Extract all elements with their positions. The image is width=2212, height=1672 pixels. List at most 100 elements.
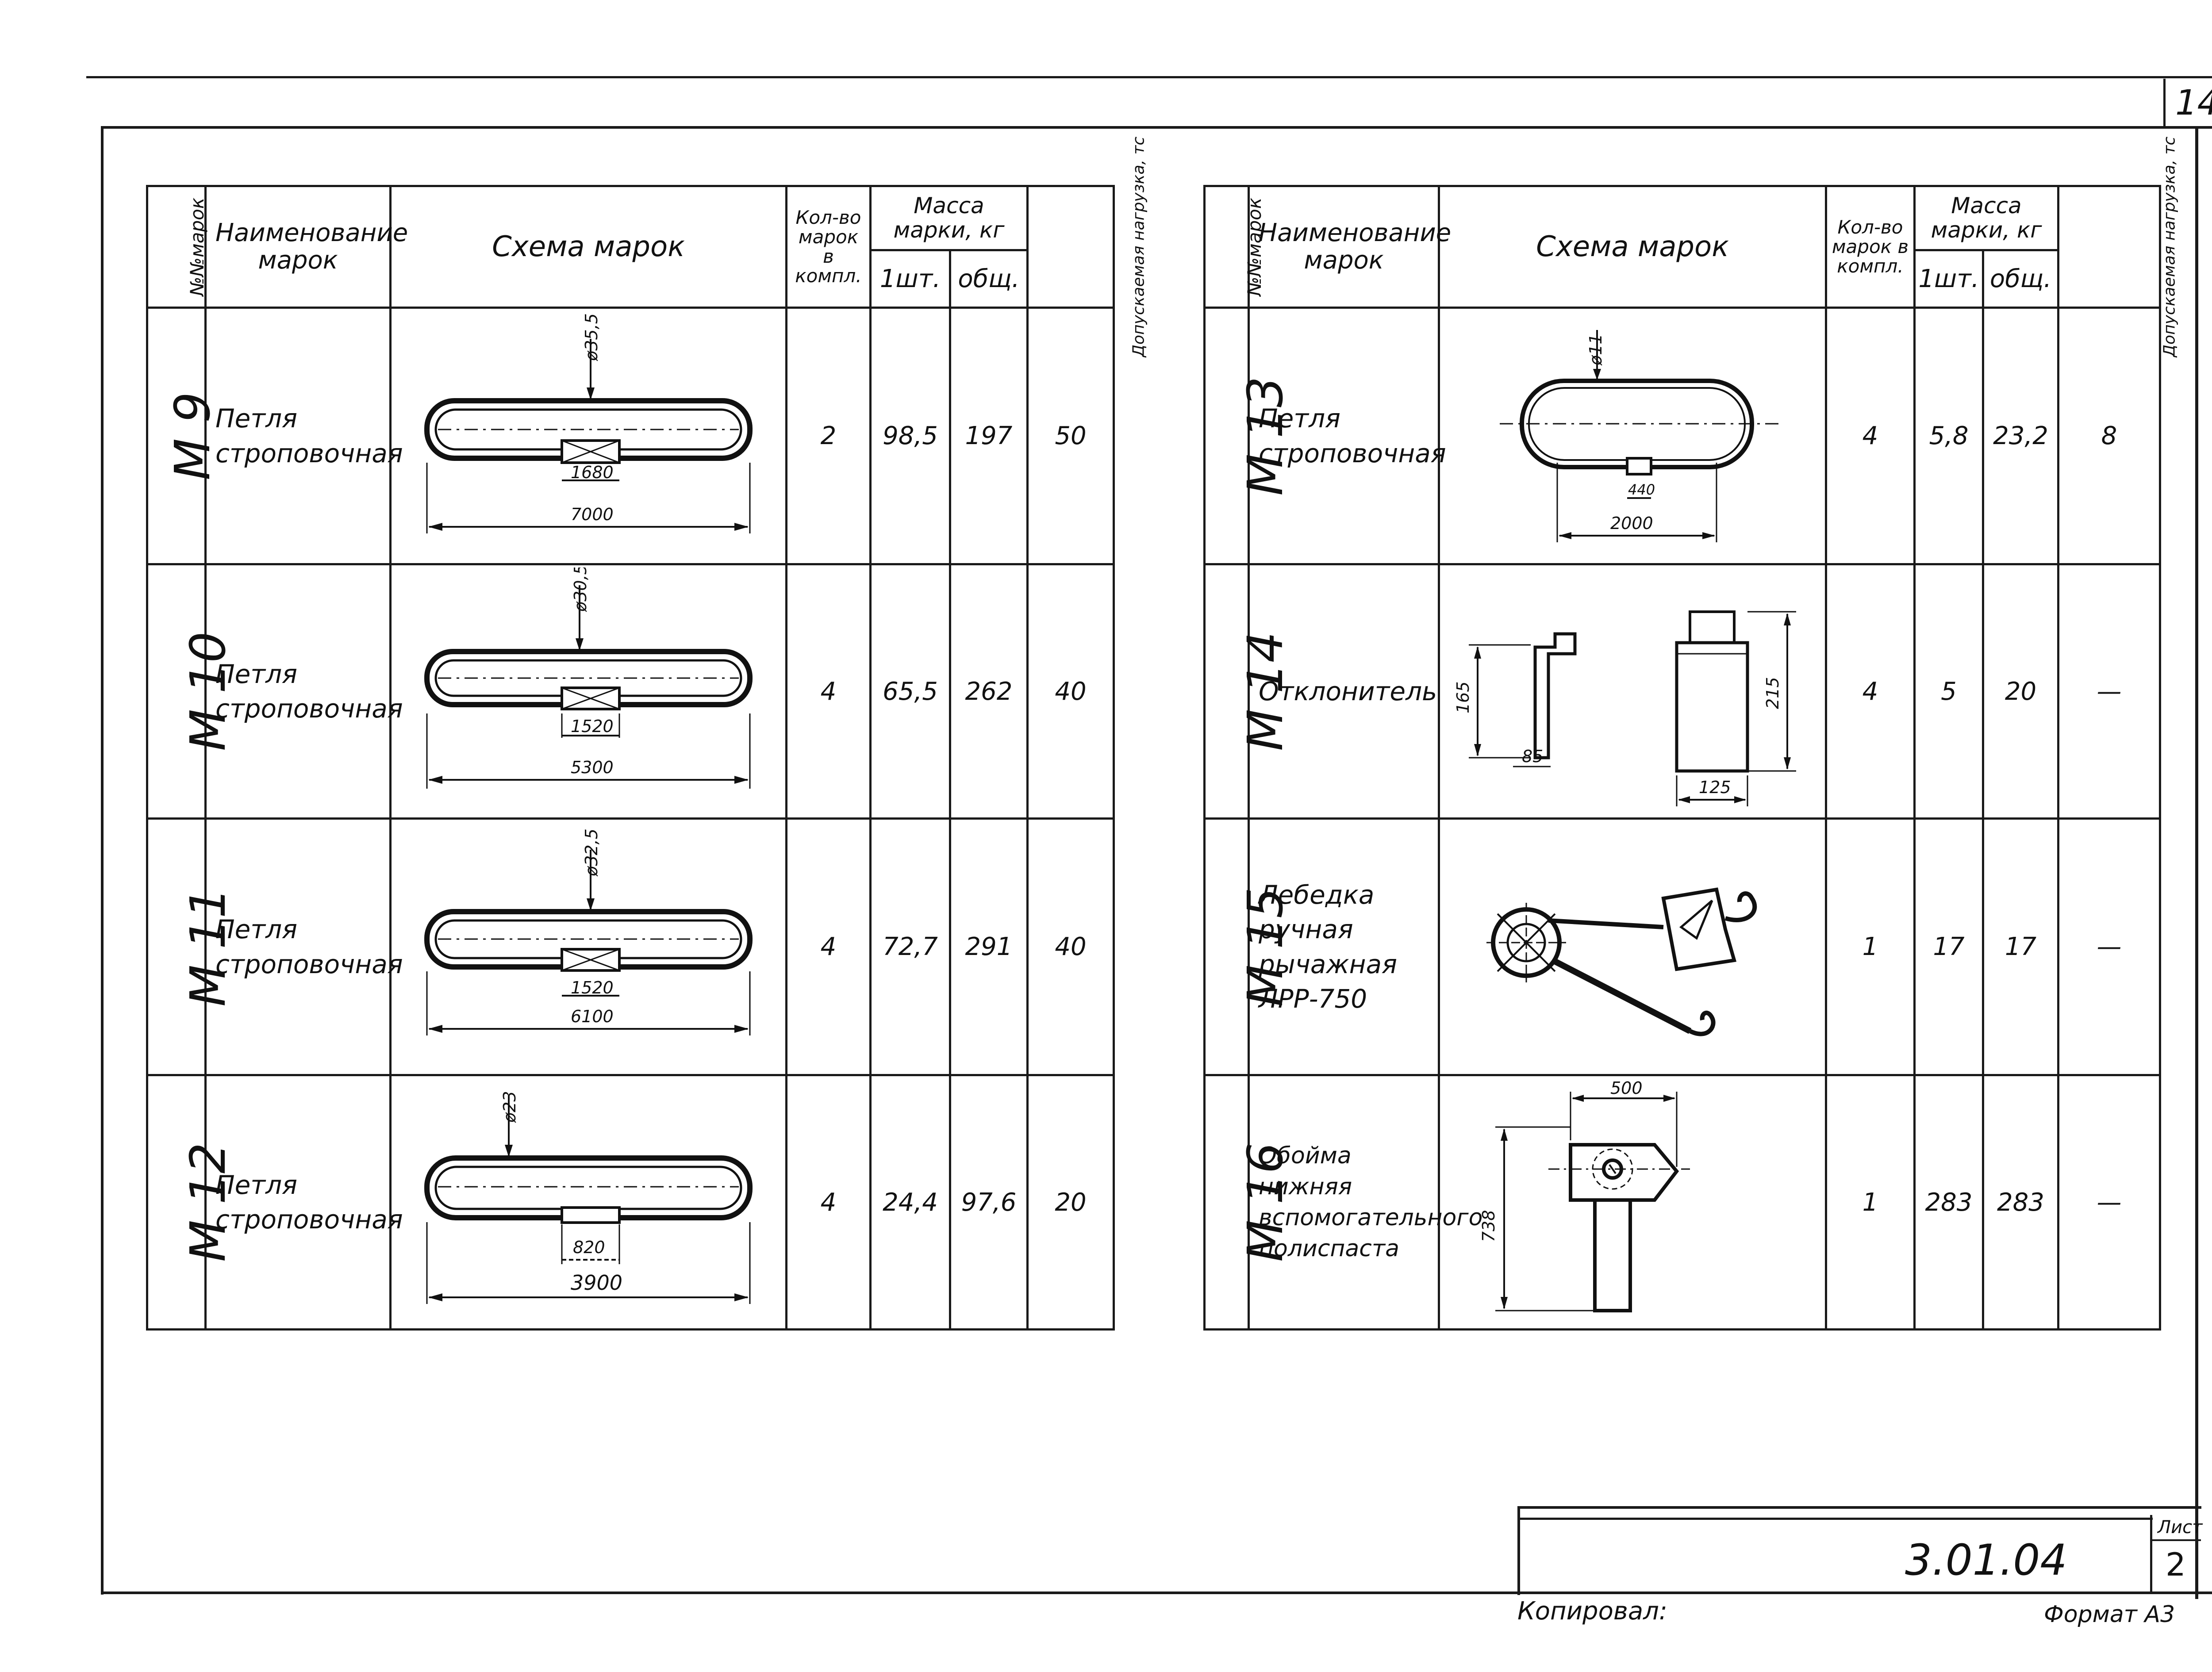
- frame-right: [2195, 126, 2198, 1599]
- scheme-cell: 500 738: [1438, 1074, 1827, 1331]
- sling-loop-drawing: ø35,5 1680 7000: [424, 313, 753, 533]
- load-cell: 8: [2057, 307, 2161, 565]
- svg-text:125: 125: [1699, 778, 1731, 797]
- table-row: М 13 Петля строповочная ø11 440 2000: [1203, 307, 2161, 565]
- frame-left: [101, 126, 104, 1595]
- copied-by-label: Копировал:: [1517, 1597, 1667, 1626]
- qty-cell: 1: [1825, 817, 1916, 1076]
- mass-total-cell: 197: [949, 307, 1029, 565]
- table-row: М 10 Петля строповочная ø30,5 1520: [146, 563, 1115, 820]
- qty-cell: 4: [785, 1074, 872, 1331]
- svg-text:2000: 2000: [1610, 514, 1653, 533]
- marks-table-left: №№марок Наименование марок Схема марок К…: [146, 137, 1148, 1331]
- mass-total-cell: 17: [1982, 817, 2059, 1076]
- svg-text:5300: 5300: [571, 758, 614, 777]
- qty-cell: 4: [785, 563, 872, 820]
- name-cell: Петля строповочная: [204, 563, 403, 820]
- load-cell: 50: [1026, 307, 1115, 565]
- svg-text:ø30,5: ø30,5: [571, 568, 590, 612]
- header-name: Наименование марок: [204, 185, 408, 309]
- name-cell: Петля строповочная: [1248, 307, 1446, 565]
- document-code: 3.01.04: [1905, 1535, 2067, 1585]
- header-mass-total: общ.: [1982, 249, 2059, 309]
- svg-text:ø35,5: ø35,5: [582, 313, 601, 361]
- corner-number-box: 14: [2163, 79, 2212, 127]
- mass-one-cell: 5,8: [1913, 307, 1984, 565]
- load-cell: —: [2057, 1074, 2161, 1331]
- table-row: М 16 Обойма нижняя вспомогательного поли…: [1203, 1074, 2161, 1331]
- frame-top: [101, 126, 2212, 129]
- svg-text:440: 440: [1628, 481, 1655, 498]
- name-cell: Петля строповочная: [204, 307, 403, 565]
- qty-cell: 1: [1825, 1074, 1916, 1331]
- header-mass-one: 1шт.: [869, 249, 951, 309]
- corner-page-number: 14: [2175, 83, 2212, 123]
- sheet-label: Лист: [2158, 1517, 2203, 1538]
- load-cell: —: [2057, 817, 2161, 1076]
- mass-one-cell: 24,4: [869, 1074, 951, 1331]
- svg-text:215: 215: [1763, 677, 1782, 709]
- lever-hoist-drawing: [1486, 887, 1757, 1036]
- header-name: Наименование марок: [1248, 185, 1451, 309]
- name-cell: Отклонитель: [1248, 563, 1440, 820]
- scheme-cell: ø35,5 1680 7000: [389, 307, 787, 565]
- header-mass-one: 1шт.: [1913, 249, 1984, 309]
- mark-cell: М 13: [1203, 307, 1294, 565]
- svg-text:ø11: ø11: [1586, 334, 1605, 366]
- name-cell: Лебедка ручная рычажная ЛРР-750: [1248, 817, 1440, 1076]
- header-mass-total: общ.: [949, 249, 1029, 309]
- svg-text:3900: 3900: [571, 1271, 622, 1295]
- svg-text:500: 500: [1610, 1078, 1643, 1098]
- qty-cell: 4: [1825, 563, 1916, 820]
- mark-cell: М 14: [1203, 563, 1294, 820]
- mass-one-cell: 283: [1913, 1074, 1984, 1331]
- sling-loop-drawing: ø30,5 1520 5300: [424, 568, 753, 789]
- name-cell: Обойма нижняя вспомогательного полиспаст…: [1248, 1074, 1482, 1331]
- scheme-cell: 165 85 215 125: [1438, 563, 1827, 820]
- sheet-number: 2: [2166, 1546, 2186, 1583]
- mass-total-cell: 20: [1982, 563, 2059, 820]
- qty-cell: 2: [785, 307, 872, 565]
- mass-total-cell: 23,2: [1982, 307, 2059, 565]
- svg-text:1680: 1680: [571, 463, 614, 482]
- scheme-cell: ø23 820 3900: [389, 1074, 787, 1331]
- header-load: Допускаемая нагрузка, тс: [2057, 137, 2178, 357]
- mass-total-cell: 291: [949, 817, 1029, 1076]
- mark-cell: М 16: [1203, 1074, 1294, 1331]
- load-cell: 40: [1026, 563, 1115, 820]
- title-block-inner-line: [1520, 1518, 2153, 1520]
- svg-text:ø23: ø23: [500, 1091, 519, 1123]
- sling-loop-drawing: ø11 440 2000: [1500, 330, 1778, 542]
- name-cell: Петля строповочная: [204, 1074, 403, 1331]
- mass-one-cell: 65,5: [869, 563, 951, 820]
- header-mass: Масса марки, кг: [869, 185, 1029, 251]
- svg-text:6100: 6100: [571, 1007, 614, 1026]
- deflector-drawing: 165 85 215 125: [1453, 610, 1796, 806]
- mass-total-cell: 262: [949, 563, 1029, 820]
- mass-total-cell: 283: [1982, 1074, 2059, 1331]
- load-cell: 40: [1026, 817, 1115, 1076]
- mark-cell: М 12: [146, 1074, 236, 1331]
- scheme-cell: ø30,5 1520 5300: [389, 563, 787, 820]
- header-scheme: Схема марок: [1438, 185, 1827, 309]
- header-load: Допускаемая нагрузка, тс: [1026, 137, 1148, 357]
- pulley-block-drawing: 500 738: [1479, 1078, 1690, 1312]
- scheme-cell: [1438, 817, 1827, 1076]
- mark-cell: М 10: [146, 563, 236, 820]
- svg-text:85: 85: [1522, 747, 1543, 766]
- qty-cell: 4: [1825, 307, 1916, 565]
- qty-cell: 4: [785, 817, 872, 1076]
- svg-text:1520: 1520: [571, 717, 614, 736]
- header-mass: Масса марки, кг: [1913, 185, 2059, 251]
- svg-text:7000: 7000: [571, 505, 614, 524]
- header-mark-no: №№марок: [1203, 185, 1265, 309]
- header-mark-no: №№марок: [146, 185, 208, 309]
- mass-one-cell: 17: [1913, 817, 1984, 1076]
- marks-table-right: №№марок Наименование марок Схема марок К…: [1203, 137, 2178, 1331]
- mass-one-cell: 72,7: [869, 817, 951, 1076]
- header-qty: Кол-во марок в компл.: [1825, 185, 1916, 309]
- frame-bottom: [101, 1591, 2212, 1594]
- svg-text:ø32,5: ø32,5: [582, 828, 601, 877]
- table-row: М 14 Отклонитель 165 85 2: [1203, 563, 2161, 820]
- table-row: М 15 Лебедка ручная рычажная ЛРР-750 1 1…: [1203, 817, 2161, 1076]
